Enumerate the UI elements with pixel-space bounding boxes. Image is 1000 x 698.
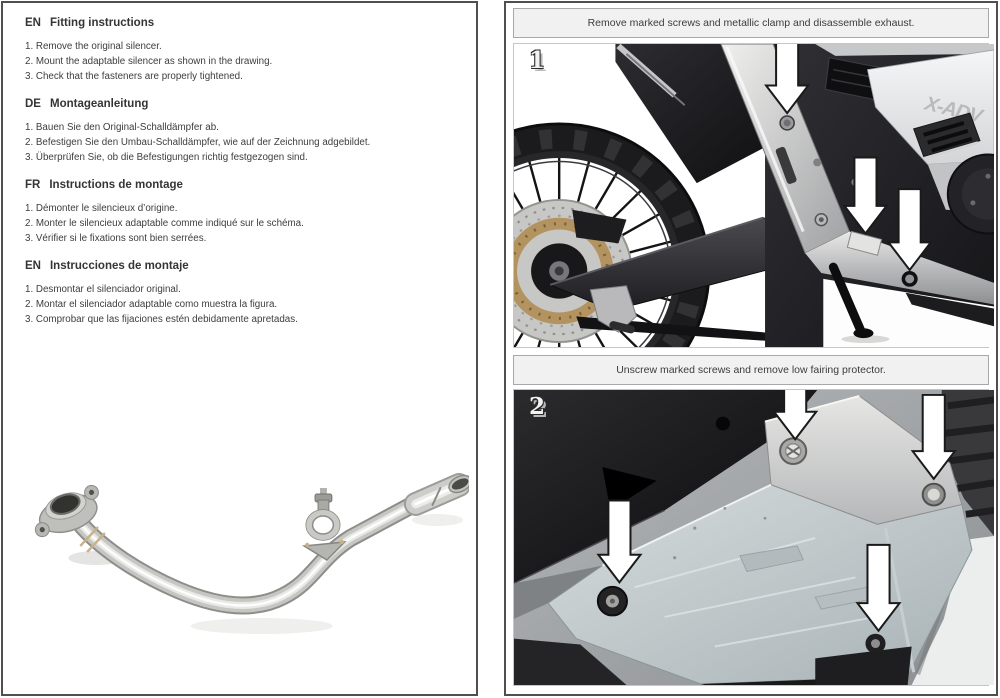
step2-number: 2 (529, 393, 546, 420)
body-panels: X-ADV (815, 44, 994, 235)
section-en-fitting: EN Fitting instructions 1. Remove the ori… (25, 15, 462, 84)
exhaust-pipe-illustration (34, 473, 469, 634)
pipe-open-end (448, 474, 469, 494)
background-floor (911, 536, 994, 685)
inlet-flange (34, 484, 99, 538)
section-title: Montageanleitung (49, 98, 149, 110)
marker-arrow-down-icon (772, 390, 819, 441)
step1-number: 1 (529, 47, 546, 74)
tire (939, 390, 994, 537)
instruction-item: 2. Montar el silenciador adaptable como … (25, 299, 278, 310)
exhaust-pipe (805, 231, 994, 305)
section-de-montage: DE Montageanleitung 1. Bauen Sie den Orig… (25, 96, 462, 165)
exhaust-heat-shield (720, 44, 994, 305)
instruction-item: 3. Überprüfen Sie, ob die Befestigungen … (25, 152, 308, 163)
marker-arrow-down-icon (596, 499, 643, 585)
lang-code: EN (25, 260, 41, 272)
exhaust-pipe-photo (25, 458, 469, 658)
lang-code: EN (25, 17, 41, 29)
footpeg-bracket (589, 285, 638, 333)
instruction-item: 1. Bauen Sie den Original-Schalldämpfer … (25, 122, 219, 133)
instruction-item: 1. Remove the original silencer. (25, 41, 162, 52)
instructions-panel: EN Fitting instructions 1. Remove the ori… (1, 1, 478, 696)
instructions-text-block: EN Fitting instructions 1. Remove the ori… (25, 15, 462, 339)
step2-caption: Unscrew marked screws and remove low fai… (513, 355, 989, 385)
section-heading: EN Fitting instructions (25, 15, 462, 31)
step2-photo: 2 (513, 389, 994, 686)
step1-caption: Remove marked screws and metallic clamp … (513, 8, 989, 38)
section-es-montaje: EN Instrucciones de montaje 1. Desmontar … (25, 258, 462, 327)
instruction-item: 2. Monter le silencieux adaptable comme … (25, 218, 304, 229)
pipe-body (73, 477, 467, 615)
swingarm (548, 216, 824, 343)
marker-arrow-down-icon (910, 393, 957, 481)
section-heading: FR Instructions de montage (25, 177, 462, 193)
marker-arrow-down-icon (886, 188, 933, 272)
section-title: Instrucciones de montaje (49, 260, 189, 272)
exhaust-shadow (815, 646, 912, 685)
marked-screws (596, 437, 946, 654)
kickstand (828, 262, 866, 337)
instruction-item: 2. Mount the adaptable silencer as shown… (25, 56, 273, 67)
lang-code: DE (25, 98, 41, 110)
instruction-item: 1. Démonter le silencieux d’origine. (25, 203, 178, 214)
instruction-item: 1. Desmontar el silenciador original. (25, 284, 181, 295)
marker-arrow-down-icon (842, 156, 889, 236)
step1-photo: X-ADV (513, 43, 994, 348)
lang-code: FR (25, 179, 41, 191)
instruction-item: 3. Comprobar que las fijaciones estén de… (25, 314, 298, 325)
instruction-item: 3. Vérifier si le fixations sont bien se… (25, 233, 207, 244)
steps-panel: Remove marked screws and metallic clamp … (504, 1, 998, 696)
step2-illustration (514, 390, 994, 685)
instruction-item: 2. Befestigen Sie den Umbau-Schalldämpfe… (25, 137, 371, 148)
section-heading: EN Instrucciones de montaje (25, 258, 462, 274)
plate-shadow (514, 565, 603, 619)
marker-arrow-down-icon (855, 543, 902, 633)
step2-caption-text: Unscrew marked screws and remove low fai… (616, 364, 886, 376)
marked-screws (779, 115, 918, 287)
clamp-bracket (301, 488, 347, 561)
fairing-protector (547, 394, 973, 685)
metallic-clamp (846, 230, 883, 256)
marker-arrow-down-icon (764, 44, 811, 115)
step1-illustration: X-ADV (514, 44, 994, 347)
under-cowl (514, 390, 818, 585)
brake-caliper (572, 209, 627, 244)
section-title: Fitting instructions (49, 17, 155, 29)
section-fr-montage: FR Instructions de montage 1. Démonter le… (25, 177, 462, 246)
section-title: Instructions de montage (49, 179, 183, 191)
step1-caption-text: Remove marked screws and metallic clamp … (587, 17, 915, 29)
ground-area (823, 262, 994, 347)
front-tire-corner (514, 638, 627, 685)
section-heading: DE Montageanleitung (25, 96, 462, 112)
instruction-item: 3. Check that the fasteners are properly… (25, 71, 243, 82)
